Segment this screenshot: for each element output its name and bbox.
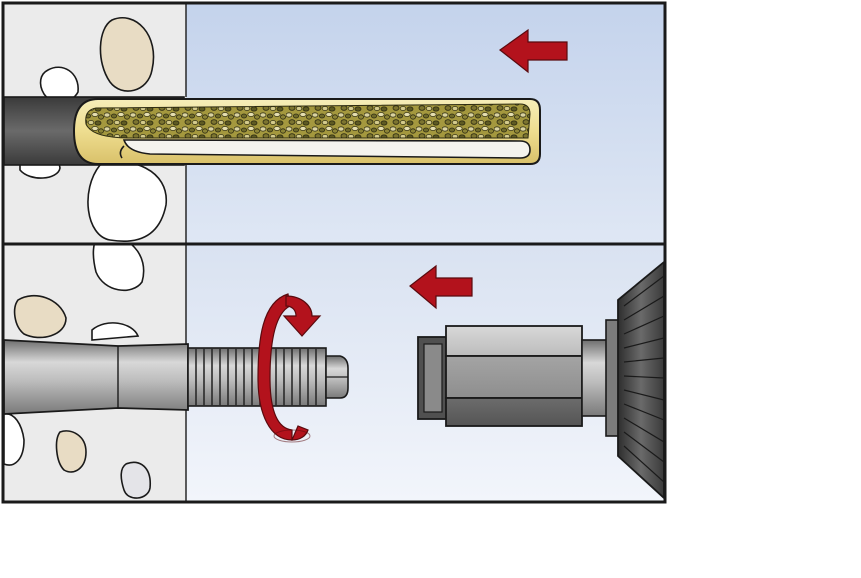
panel-step-2 bbox=[4, 244, 664, 501]
left-arrow-icon bbox=[409, 264, 473, 310]
left-arrow-icon bbox=[498, 28, 568, 74]
resin-capsule bbox=[72, 98, 541, 165]
hex-socket bbox=[445, 325, 583, 427]
setting-tool bbox=[417, 260, 664, 500]
rotation-arrow-icon bbox=[257, 293, 322, 443]
wall-aggregate bbox=[4, 244, 151, 499]
rod-thread bbox=[187, 347, 327, 407]
wall-aggregate bbox=[19, 17, 167, 242]
figure-frame bbox=[1, 1, 667, 504]
anchor-rod bbox=[4, 339, 349, 415]
hardener-tube bbox=[122, 139, 531, 159]
panel-step-1 bbox=[4, 4, 664, 244]
drill-chuck bbox=[617, 260, 664, 500]
